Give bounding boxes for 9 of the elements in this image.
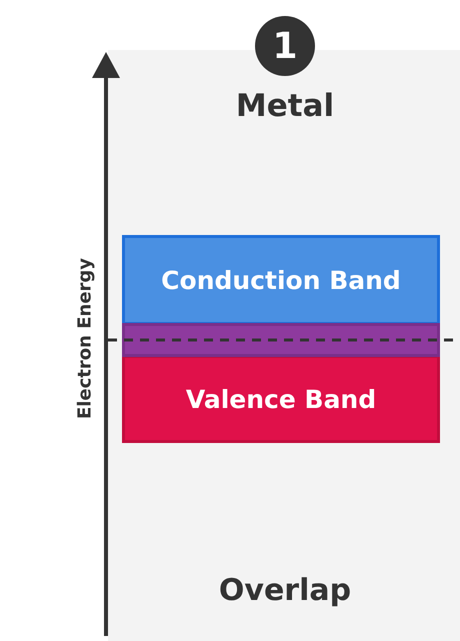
caption-label: Overlap [218, 573, 352, 608]
band-label: Conduction Band [161, 266, 401, 294]
axis-label: Electron Energy [74, 256, 96, 422]
title: Metal [234, 88, 336, 124]
number-badge: 1 [255, 16, 315, 76]
valence-band [122, 355, 440, 443]
conduction-band [122, 235, 440, 325]
overlap-band [122, 323, 440, 357]
band-label: Valence Band [186, 384, 376, 414]
